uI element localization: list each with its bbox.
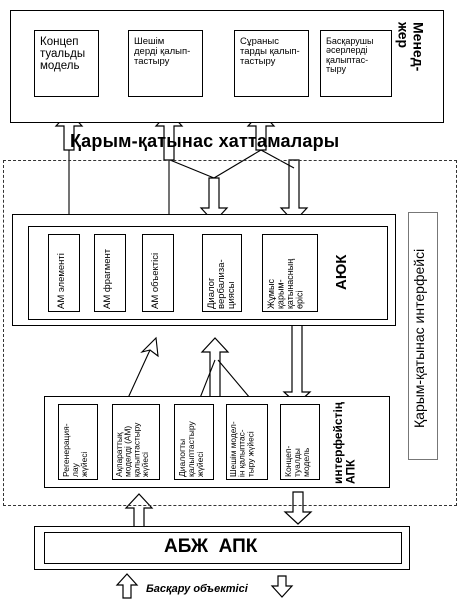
manager-box-label: Басқарушы әсерлерді қалыптас- тыру bbox=[326, 36, 374, 75]
apk-block bbox=[44, 396, 390, 488]
manager-box-label: Шешім дерді қалып- тастыру bbox=[134, 36, 191, 67]
arrow-down-control bbox=[270, 575, 294, 598]
manager-box-label: Сұраныс тарды қалып- тастыру bbox=[240, 36, 300, 67]
abzh-apk-label: АБЖ АПК bbox=[164, 536, 258, 557]
control-object-label: Басқару объектісі bbox=[146, 583, 248, 595]
ayuk-box-object: АМ объектісі bbox=[142, 234, 174, 312]
ayuk-box-fragment: АМ фрагмент bbox=[94, 234, 126, 312]
ayuk-box-work-field: Жұмыс қарым- қатынасның өрісі bbox=[262, 234, 318, 312]
apk-box-label: Концеп- туалды модель bbox=[283, 445, 311, 477]
manager-box-decisions: Шешім дерді қалып- тастыру bbox=[128, 30, 203, 97]
apk-box-label: Шешім модел- ін қалыптас- тыру жүйесі bbox=[228, 421, 256, 477]
ayuk-box-label: АМ фрагмент bbox=[102, 248, 113, 309]
apk-box-label: Ақпараттық моделді (АМ) қалыптастыру жүй… bbox=[114, 422, 151, 477]
manager-label: Менед- жер bbox=[395, 22, 427, 72]
interface-label-box bbox=[408, 212, 438, 460]
manager-box-control-actions: Басқарушы әсерлерді қалыптас- тыру bbox=[320, 30, 392, 97]
arrow-up-dialog bbox=[200, 337, 230, 399]
apk-box-am-formation: Ақпараттық моделді (АМ) қалыптастыру жүй… bbox=[112, 404, 160, 480]
interface-label: Қарым-қатынас интерфейсі bbox=[411, 248, 427, 428]
arrow-up-abzh bbox=[124, 493, 154, 529]
manager-box-label: Концеп туальды модель bbox=[40, 36, 86, 73]
apk-box-label: Регенерация- лау жүйесі bbox=[61, 423, 89, 477]
protocols-title: Қарым-қатынас хаттамалары bbox=[70, 131, 340, 151]
ayuk-box-dialog: Диалог вербализа- циясы bbox=[202, 234, 242, 312]
abzh-apk-inner bbox=[44, 532, 402, 564]
ayuk-box-label: АМ объектісі bbox=[150, 252, 161, 309]
apk-box-dialog-formation: Диалогты қалыптастыру жүйесі bbox=[174, 404, 214, 480]
ayuk-label: АЮК bbox=[333, 254, 350, 290]
apk-box-label: Диалогты қалыптастыру жүйесі bbox=[177, 421, 205, 477]
ayuk-box-label: Жұмыс қарым- қатынасның өрісі bbox=[266, 258, 305, 309]
arrow-up-control bbox=[115, 573, 139, 599]
apk-box-concept-model: Концеп- туалды модель bbox=[280, 404, 320, 480]
apk-box-decision-model: Шешім модел- ін қалыптас- тыру жүйесі bbox=[226, 404, 268, 480]
ayuk-box-element: АМ элементі bbox=[48, 234, 80, 312]
apk-box-regeneration: Регенерация- лау жүйесі bbox=[58, 404, 98, 480]
manager-box-requests: Сұраныс тарды қалып- тастыру bbox=[234, 30, 309, 97]
ayuk-box-label: АМ элементі bbox=[56, 253, 67, 309]
manager-box-concept-model: Концеп туальды модель bbox=[34, 30, 99, 97]
interface-frame bbox=[3, 160, 457, 506]
apk-label: интерфейстің АПК bbox=[331, 401, 358, 484]
ayuk-box-label: Диалог вербализа- циясы bbox=[206, 259, 237, 309]
arrow-down-abzh bbox=[283, 491, 313, 525]
